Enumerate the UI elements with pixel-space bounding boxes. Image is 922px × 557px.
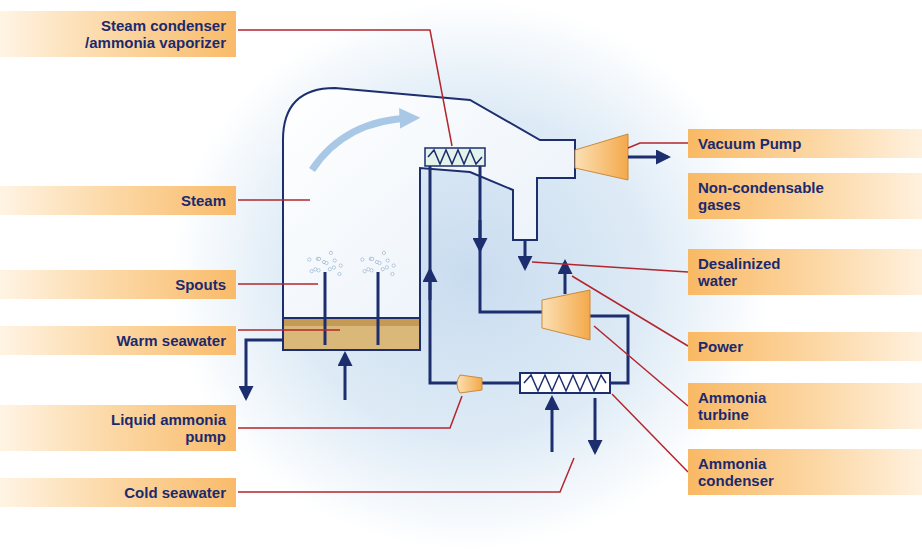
ammonia-loop bbox=[430, 166, 628, 383]
callout-label: Warm seawater bbox=[0, 326, 236, 355]
callout-text: Desalinized water bbox=[698, 255, 803, 289]
warm-seawater-inlet bbox=[344, 354, 347, 400]
flow-arrow bbox=[429, 270, 432, 300]
callout-label: Cold seawater bbox=[0, 478, 236, 507]
callout-label: Steam bbox=[0, 186, 236, 215]
water-outlet-arrow bbox=[524, 240, 527, 268]
callout-text: Power bbox=[698, 338, 743, 355]
gas-outlet-arrow bbox=[628, 156, 668, 159]
spray-drop bbox=[363, 270, 366, 273]
spray-drop bbox=[392, 264, 395, 267]
spray-drop bbox=[317, 269, 320, 272]
spray bbox=[308, 251, 396, 275]
seawater-chamber bbox=[283, 318, 420, 350]
vacuum-pump bbox=[575, 134, 628, 180]
spray-drop bbox=[367, 268, 370, 271]
spray-drop bbox=[308, 258, 311, 261]
spray-drop bbox=[317, 257, 320, 260]
spray-drop bbox=[370, 269, 373, 272]
callout-text: Ammonia condenser bbox=[698, 455, 803, 489]
callout-text: Steam condenser /ammonia vaporizer bbox=[76, 17, 226, 51]
callout-text: Cold seawater bbox=[124, 484, 226, 501]
callout-label: Power bbox=[688, 332, 922, 361]
callout-label: Ammonia condenser bbox=[688, 449, 922, 495]
callout-label: Desalinized water bbox=[688, 249, 922, 295]
condenser-coil bbox=[524, 375, 606, 391]
warm-seawater-outlet bbox=[246, 340, 283, 398]
cold-seawater-outlet bbox=[594, 398, 597, 452]
callout-text: Ammonia turbine bbox=[698, 389, 803, 423]
spray-drop bbox=[386, 259, 389, 262]
spray-drop bbox=[370, 257, 373, 260]
background-glow bbox=[170, 0, 770, 550]
ammonia-pump bbox=[457, 375, 482, 393]
callout-text: Steam bbox=[181, 192, 226, 209]
ammonia-condenser bbox=[520, 373, 610, 393]
spray-drop bbox=[361, 258, 364, 261]
spray-drop bbox=[332, 266, 335, 269]
callout-label: Liquid ammonia pump bbox=[0, 405, 236, 451]
spray-drop bbox=[310, 270, 313, 273]
exchanger-coil bbox=[428, 150, 482, 164]
spray-drop bbox=[314, 268, 317, 271]
spray-drop bbox=[329, 251, 332, 254]
spray-drop bbox=[333, 259, 336, 262]
steam-flow bbox=[312, 118, 412, 170]
spray-drop bbox=[391, 272, 394, 275]
spout-pipes bbox=[325, 272, 378, 345]
spray-drop bbox=[328, 268, 331, 271]
spray-drop bbox=[385, 266, 388, 269]
callout-label: Ammonia turbine bbox=[688, 383, 922, 429]
callout-label: Steam condenser /ammonia vaporizer bbox=[0, 11, 236, 57]
callout-text: Liquid ammonia pump bbox=[108, 411, 226, 445]
callout-text: Warm seawater bbox=[117, 332, 227, 349]
heat-exchanger bbox=[425, 148, 485, 166]
spray-drop bbox=[339, 264, 342, 267]
spray-drop bbox=[378, 261, 381, 264]
callout-label: Non-condensable gases bbox=[688, 173, 922, 219]
callout-text: Non-condensable gases bbox=[698, 179, 828, 213]
ammonia-turbine bbox=[542, 290, 590, 340]
spray-drop bbox=[325, 261, 328, 264]
callout-label: Vacuum Pump bbox=[688, 129, 922, 158]
cold-seawater-inlet bbox=[551, 398, 554, 452]
callout-text: Vacuum Pump bbox=[698, 135, 801, 152]
leader-lines bbox=[238, 30, 688, 492]
spray-drop bbox=[381, 268, 384, 271]
spray-drop bbox=[338, 272, 341, 275]
flow-arrow bbox=[479, 220, 482, 250]
power-arrow bbox=[564, 262, 567, 294]
spray-drop bbox=[382, 251, 385, 254]
callout-label: Spouts bbox=[0, 270, 236, 299]
callout-text: Spouts bbox=[175, 276, 226, 293]
chamber-layer bbox=[284, 319, 419, 326]
